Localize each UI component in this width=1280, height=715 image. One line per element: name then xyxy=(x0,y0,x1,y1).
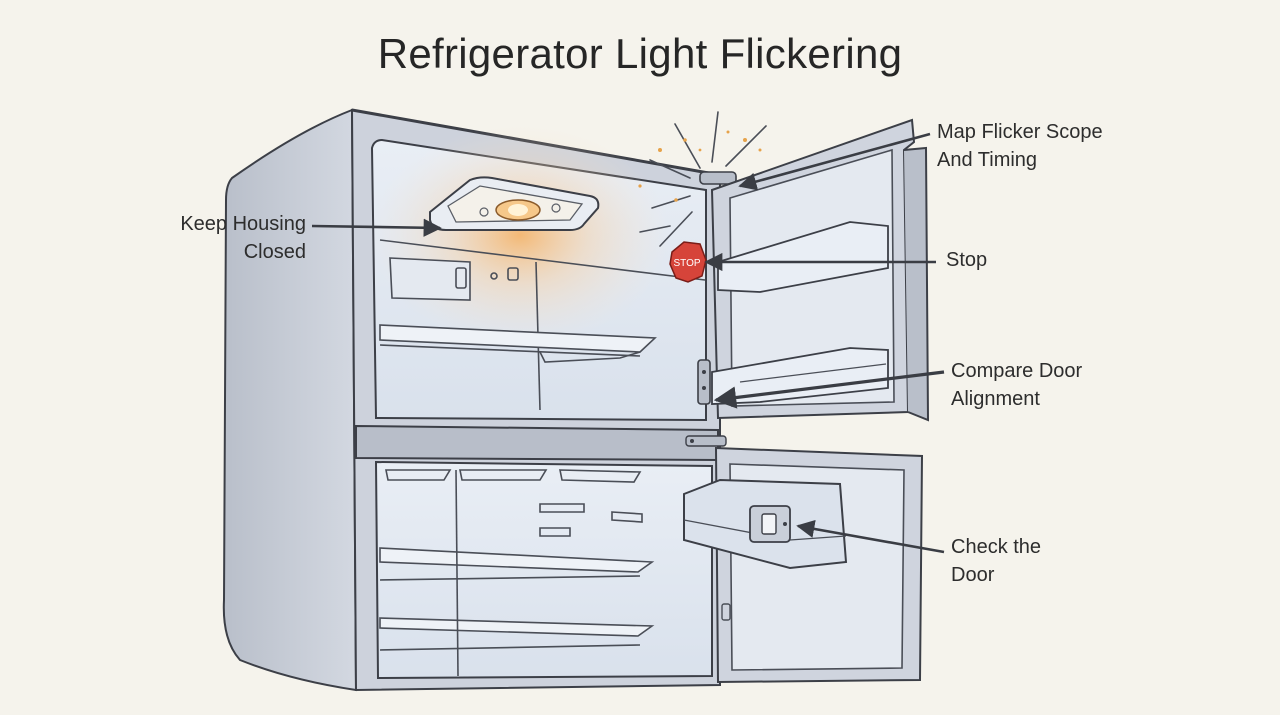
stop-sign: STOP xyxy=(669,241,707,283)
sparkle-dots xyxy=(638,130,762,202)
arrow-housing xyxy=(311,218,442,237)
lower-compartment-details xyxy=(379,469,655,677)
callout-arrows xyxy=(311,132,945,554)
upper-compartment-details xyxy=(379,239,706,411)
cabinet-side-panel xyxy=(222,108,364,692)
arrow-scope xyxy=(738,132,931,191)
lower-door xyxy=(683,446,924,684)
callout-map-flicker-scope: Map Flicker Scope And Timing xyxy=(937,118,1103,174)
arrow-alignment xyxy=(713,370,945,409)
callout-line: Stop xyxy=(946,249,988,271)
flicker-rays xyxy=(639,111,767,247)
diagram-title: Refrigerator Light Flickering xyxy=(377,30,903,77)
callout-line: Keep Housing xyxy=(180,213,306,235)
callout-stop: Stop xyxy=(946,246,987,274)
stop-sign-label: STOP xyxy=(673,258,700,269)
door-hinge xyxy=(685,171,737,447)
arrow-door xyxy=(796,519,945,554)
callout-line: Alignment xyxy=(951,388,1040,410)
callout-line: Map Flicker Scope xyxy=(937,121,1103,143)
callout-line: Door xyxy=(951,564,995,586)
callout-line: And Timing xyxy=(937,149,1038,171)
upper-door xyxy=(710,118,930,422)
callout-check-the-door: Check the Door xyxy=(951,533,1041,589)
callout-line: Compare Door xyxy=(951,360,1083,382)
callout-line: Check the xyxy=(951,536,1042,558)
callout-keep-housing-closed: Keep Housing Closed xyxy=(160,210,306,266)
light-glow xyxy=(370,125,670,345)
callout-line: Closed xyxy=(243,241,306,263)
light-housing xyxy=(429,176,600,231)
callout-compare-door-alignment: Compare Door Alignment xyxy=(951,357,1082,413)
